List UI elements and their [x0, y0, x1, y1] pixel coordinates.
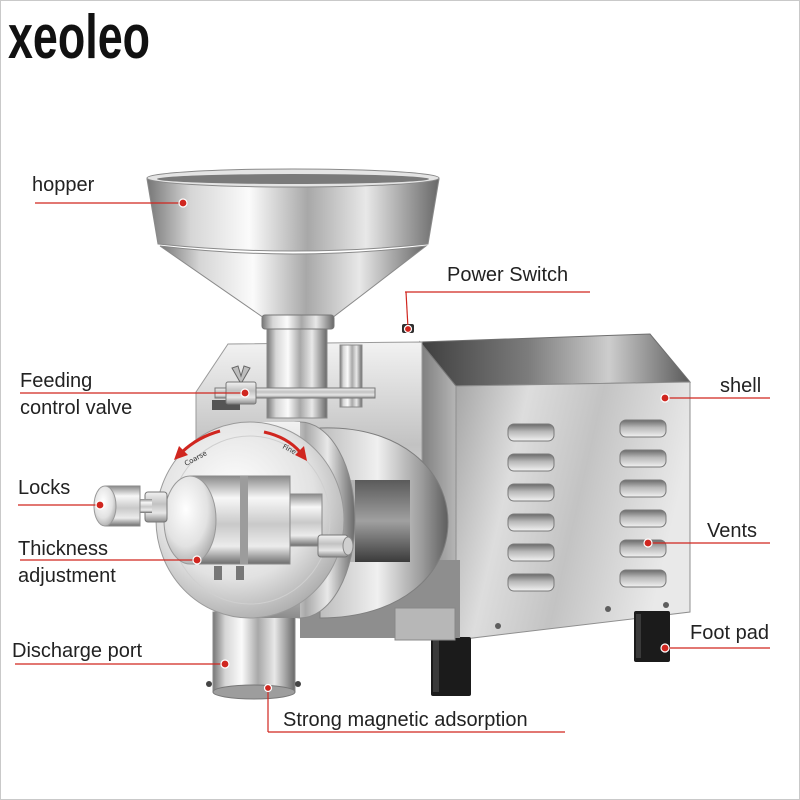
vent-slot: [619, 449, 667, 468]
shell-screw: [663, 602, 669, 608]
hub-face: [163, 475, 217, 565]
shell-screw: [605, 606, 611, 612]
hub-ring: [240, 476, 248, 564]
hub-bolt: [214, 566, 222, 580]
foot-pad-right-highlight: [636, 614, 641, 658]
pointer-foot-pad: [660, 643, 670, 653]
label-feeding-line2: control valve: [20, 397, 132, 419]
leader-lines: [15, 198, 770, 733]
vents: [507, 419, 667, 592]
leader-power-switch-drop: [405, 291, 409, 329]
label-thickness-line1: Thickness: [18, 538, 108, 560]
vent-slot: [619, 569, 667, 588]
pointer-vents: [643, 538, 653, 548]
label-vents: Vents: [707, 520, 757, 542]
label-feeding-line1: Feeding: [20, 370, 92, 392]
pointer-feeding-control-valve: [240, 388, 250, 398]
coarse-arrow-icon: [180, 429, 221, 454]
vent-slot: [619, 419, 667, 438]
fine-arrow-icon: [263, 430, 302, 454]
hopper-bowl: [146, 178, 440, 252]
magnet-screw: [206, 681, 212, 687]
vent-slot: [619, 509, 667, 528]
grinder-machine: Coarse Fine: [93, 168, 692, 700]
thickness-adjustment-hub: [163, 475, 323, 580]
discharge-port: [206, 611, 301, 700]
label-discharge-port: Discharge port: [12, 640, 143, 662]
vent-slot: [507, 573, 555, 592]
vent-slot: [507, 513, 555, 532]
hub-bolt: [236, 566, 244, 580]
part-labels: hopper Power Switch Feeding control valv…: [12, 174, 769, 731]
vent-slot: [507, 543, 555, 562]
shell-top: [418, 333, 692, 387]
lock-face: [93, 485, 117, 527]
lock-clamp-bolt: [342, 536, 354, 556]
vent-slot: [507, 423, 555, 442]
foot-pad-left: [431, 637, 471, 696]
vent-slot: [507, 453, 555, 472]
label-hopper: hopper: [32, 174, 95, 196]
label-power-switch: Power Switch: [447, 264, 568, 286]
pointer-discharge-port: [220, 659, 230, 669]
pointer-magnetic-adsorption: [263, 683, 273, 693]
pointer-locks: [95, 500, 105, 510]
hopper-neck-collar: [261, 314, 335, 330]
label-locks: Locks: [18, 477, 70, 499]
pointer-hopper: [178, 198, 188, 208]
label-shell: shell: [720, 375, 761, 397]
vent-slot: [507, 483, 555, 502]
discharge-outlet: [212, 684, 296, 700]
label-strong-magnetic-adsorption: Strong magnetic adsorption: [283, 709, 528, 731]
pointer-shell: [660, 393, 670, 403]
hopper-opening: [157, 174, 429, 184]
label-foot-pad: Foot pad: [690, 622, 769, 644]
lock-knob: [93, 485, 168, 527]
magnet-screw: [295, 681, 301, 687]
hopper: [146, 168, 440, 330]
foot-pad-left-highlight: [433, 640, 439, 692]
brand-logo: xeoleo: [8, 3, 150, 72]
feed-pipe: [266, 325, 328, 419]
base-bracket: [394, 607, 456, 641]
rear-housing-slot: [212, 400, 240, 410]
lock-clamp-right: [317, 534, 354, 558]
fine-arrowhead-icon: [295, 446, 307, 461]
discharge-tube: [212, 611, 296, 693]
shell-screw: [495, 623, 501, 629]
motor-coupling: [345, 480, 410, 562]
vent-slot: [619, 479, 667, 498]
label-thickness-line2: adjustment: [18, 565, 116, 587]
vent-slot: [619, 539, 667, 558]
coarse-arrowhead-icon: [174, 446, 188, 460]
pointer-power-switch: [403, 324, 413, 334]
lock-stem: [138, 499, 152, 513]
pointer-thickness-adjustment: [192, 555, 202, 565]
wing-nut-icon: [231, 365, 251, 383]
